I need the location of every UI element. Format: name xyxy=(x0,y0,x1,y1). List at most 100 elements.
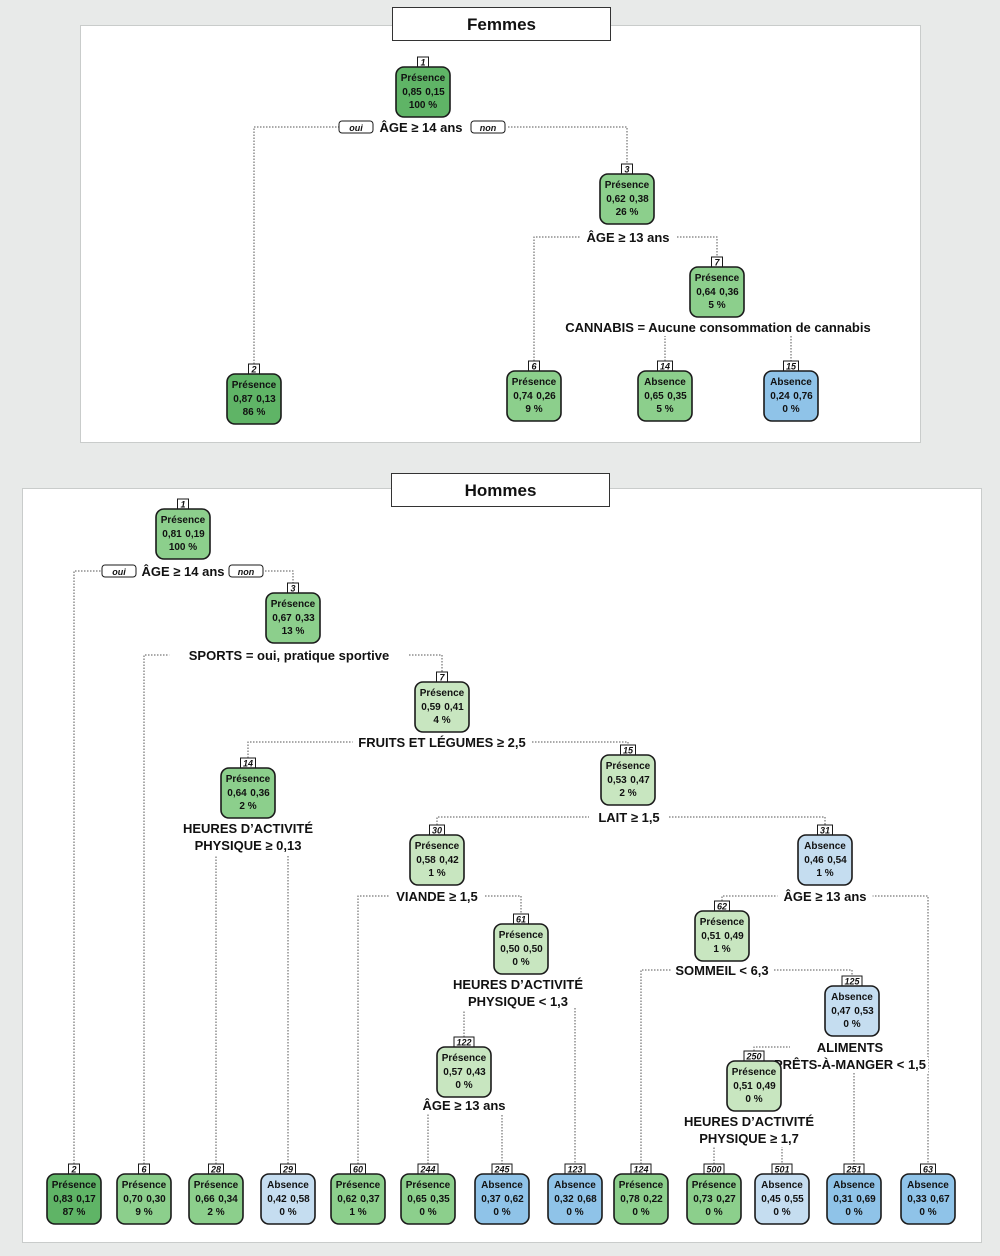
node-box xyxy=(436,1046,492,1098)
femmes-edge-3-6 xyxy=(533,236,588,361)
node-box xyxy=(637,370,693,422)
node-box xyxy=(826,1173,882,1225)
split-label: ÂGE ≥ 14 ans xyxy=(379,120,462,135)
node-prob-1: 0,35 xyxy=(430,1194,450,1205)
node-class-label: Présence xyxy=(732,1067,777,1078)
node-id-label: 1 xyxy=(420,58,425,68)
split-label: PHYSIQUE ≥ 1,7 xyxy=(699,1131,799,1146)
node-class-label: Présence xyxy=(512,377,557,388)
node-id-label: 62 xyxy=(717,902,727,912)
node-class-label: Présence xyxy=(194,1180,239,1191)
node-percent: 0 % xyxy=(493,1207,510,1218)
node-percent: 5 % xyxy=(656,404,673,415)
node-class-label: Présence xyxy=(406,1180,451,1191)
hommes-split-8: SOMMEIL < 6,3 xyxy=(670,963,774,979)
node-class-label: Absence xyxy=(644,377,686,388)
node-prob-1: 0,38 xyxy=(629,194,649,205)
node-box xyxy=(689,266,745,318)
node-percent: 0 % xyxy=(782,404,799,415)
node-prob-1: 0,67 xyxy=(930,1194,950,1205)
node-class-label: Absence xyxy=(907,1180,949,1191)
node-prob-1: 0,36 xyxy=(250,788,270,799)
node-percent: 0 % xyxy=(843,1019,860,1030)
split-label-bg xyxy=(693,1131,805,1147)
node-percent: 1 % xyxy=(713,944,730,955)
split-label: ÂGE ≥ 13 ans xyxy=(783,889,866,904)
split-label-bg xyxy=(373,120,469,136)
node-box xyxy=(414,681,470,733)
node-prob-0: 0,81 xyxy=(162,529,182,540)
split-label: ÂGE ≥ 13 ans xyxy=(586,230,669,245)
hommes-edge-7-15 xyxy=(523,741,629,745)
node-prob-0: 0,24 xyxy=(770,391,790,402)
node-percent: 1 % xyxy=(816,868,833,879)
node-prob-0: 0,64 xyxy=(696,287,716,298)
badge-box xyxy=(338,120,374,134)
node-id-label: 60 xyxy=(353,1165,363,1175)
node-prob-0: 0,50 xyxy=(500,944,520,955)
node-prob-0: 0,47 xyxy=(831,1006,851,1017)
node-class-label: Présence xyxy=(605,180,650,191)
femmes-title: Femmes xyxy=(392,7,611,41)
node-class-label: Présence xyxy=(692,1180,737,1191)
node-box xyxy=(613,1173,669,1225)
hommes-edge-1-2 xyxy=(73,570,104,1164)
node-box xyxy=(599,173,655,225)
node-id-label: 15 xyxy=(623,746,634,756)
node-percent: 0 % xyxy=(705,1207,722,1218)
hommes-edge-30-60 xyxy=(357,895,395,1164)
node-percent: 100 % xyxy=(169,542,197,553)
hommes-edge-3-6 xyxy=(143,654,190,1164)
node-percent: 9 % xyxy=(525,404,542,415)
node-prob-1: 0,43 xyxy=(466,1067,486,1078)
hommes-split-5: VIANDE ≥ 1,5 xyxy=(389,889,485,905)
node-id-label: 14 xyxy=(660,362,670,372)
node-prob-1: 0,47 xyxy=(630,775,650,786)
node-percent: 87 % xyxy=(63,1207,86,1218)
hommes-edge-1-3 xyxy=(262,570,294,583)
node-class-label: Absence xyxy=(804,841,846,852)
hommes-edge-62-124 xyxy=(640,969,672,1164)
node-prob-0: 0,32 xyxy=(554,1194,574,1205)
node-prob-1: 0,17 xyxy=(76,1194,96,1205)
node-box xyxy=(547,1173,603,1225)
node-percent: 1 % xyxy=(349,1207,366,1218)
split-label: FRUITS ET LÉGUMES ≥ 2,5 xyxy=(358,735,526,750)
node-box xyxy=(409,834,465,886)
node-prob-0: 0,65 xyxy=(644,391,664,402)
node-box xyxy=(797,834,853,886)
node-id-label: 245 xyxy=(493,1165,510,1175)
node-id-label: 30 xyxy=(432,826,442,836)
split-label: ÂGE ≥ 14 ans xyxy=(141,564,224,579)
node-prob-1: 0,41 xyxy=(444,702,464,713)
hommes-edge-7-14 xyxy=(247,741,362,758)
node-prob-0: 0,53 xyxy=(607,775,627,786)
node-id-label: 122 xyxy=(456,1038,471,1048)
node-prob-1: 0,22 xyxy=(643,1194,663,1205)
split-label-bg xyxy=(352,735,532,751)
split-label-bg xyxy=(389,889,485,905)
node-percent: 100 % xyxy=(409,100,437,111)
node-percent: 0 % xyxy=(512,957,529,968)
node-prob-1: 0,36 xyxy=(719,287,739,298)
node-class-label: Présence xyxy=(52,1180,97,1191)
node-prob-0: 0,70 xyxy=(123,1194,143,1205)
split-label: ÂGE ≥ 13 ans xyxy=(422,1098,505,1113)
node-prob-0: 0,73 xyxy=(693,1194,713,1205)
